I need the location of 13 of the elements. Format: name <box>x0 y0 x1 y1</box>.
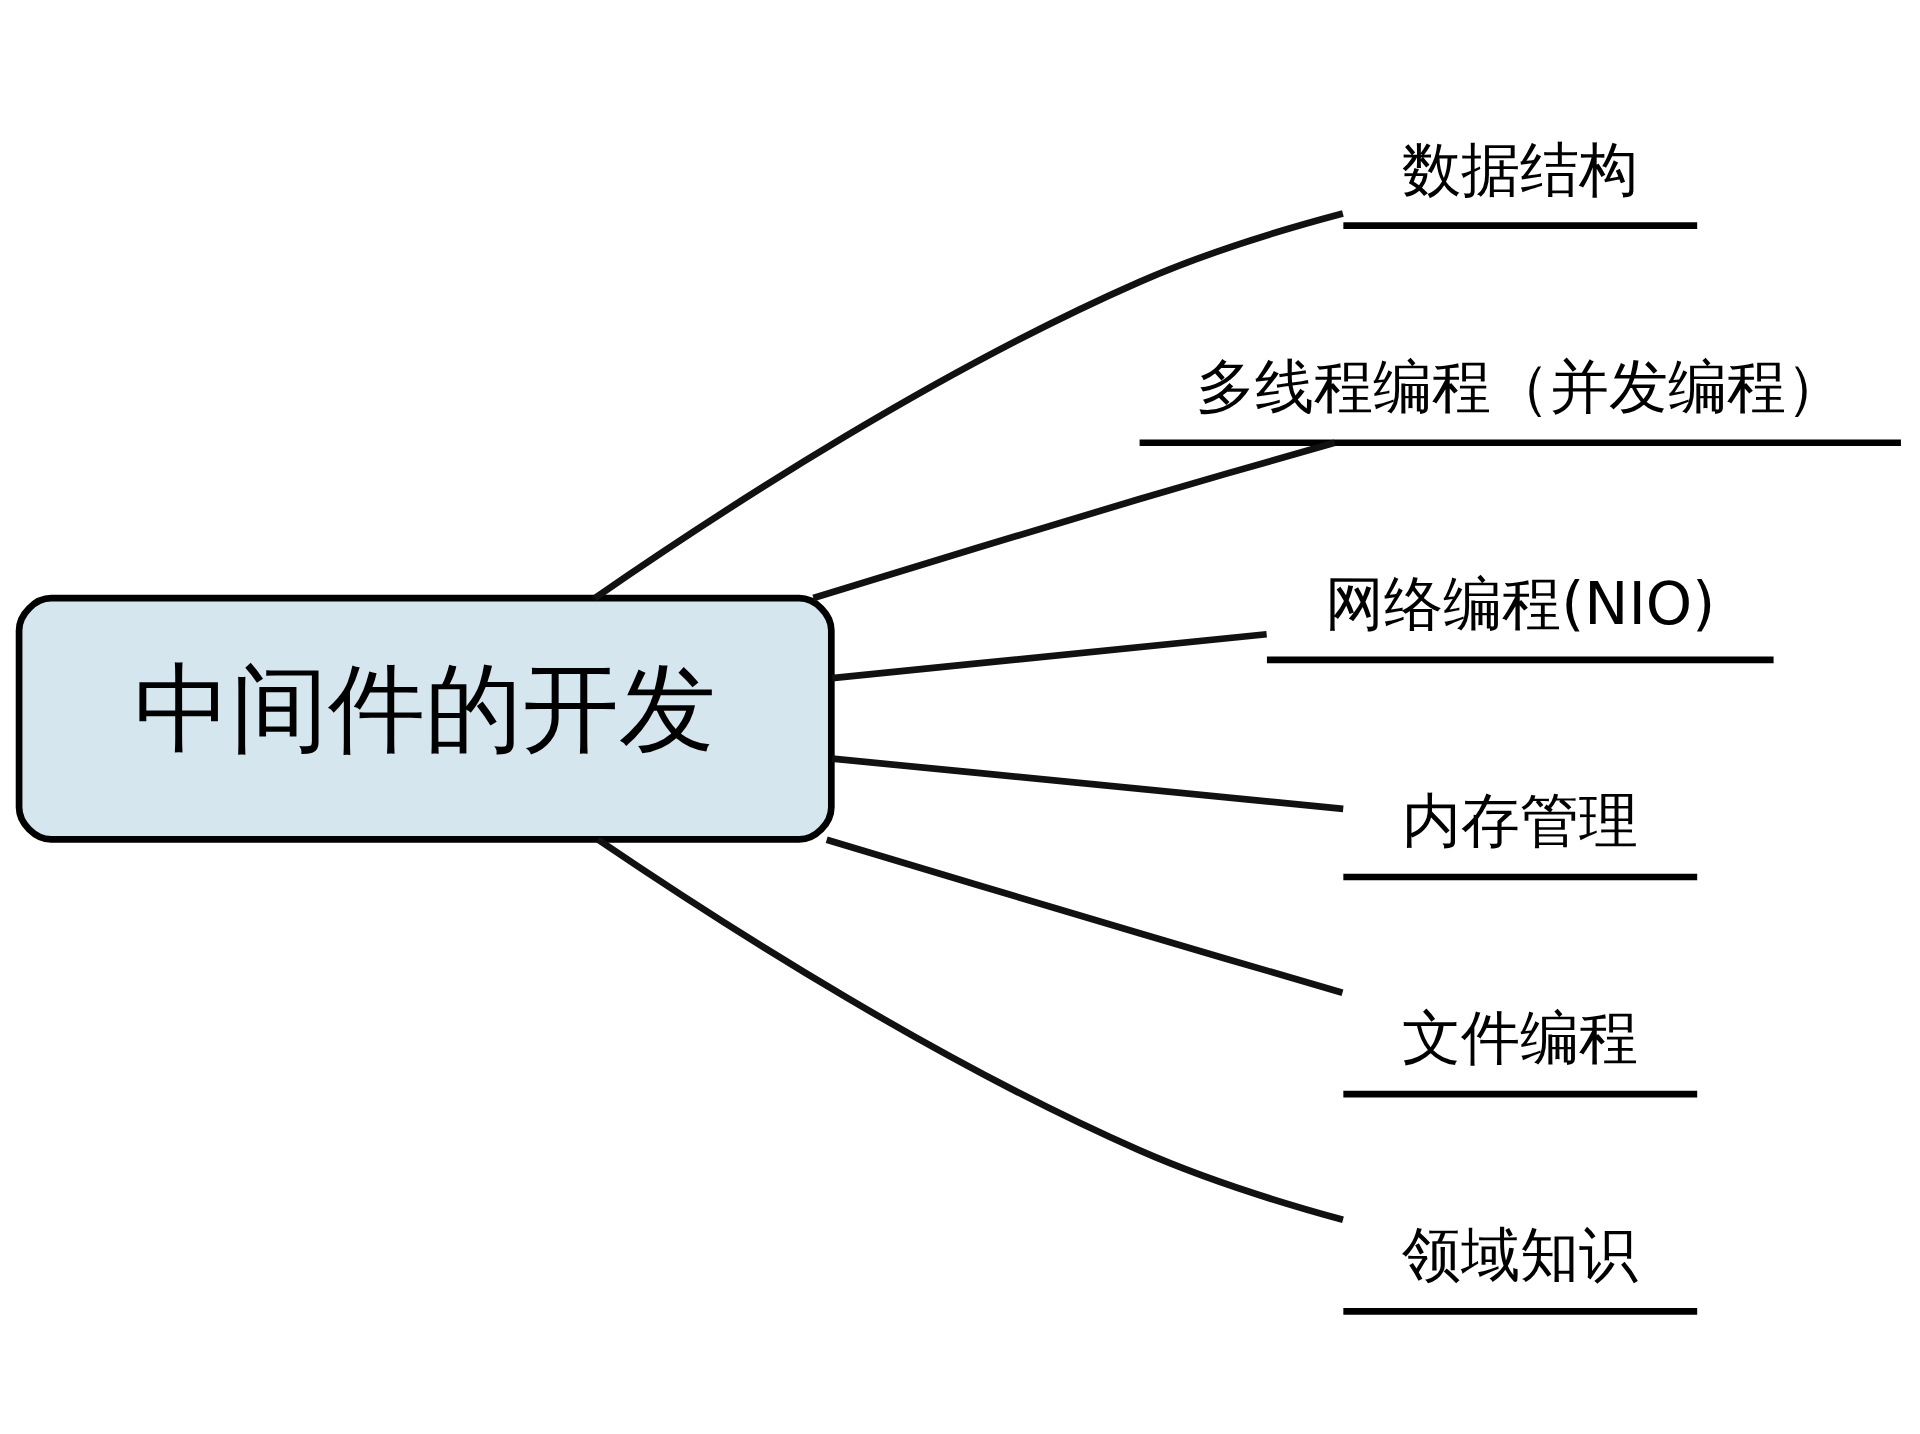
node-text: 网络编程(NIO) <box>1325 568 1716 638</box>
connector <box>831 630 1267 681</box>
node-text: 多线程编程（并发编程） <box>1195 351 1845 421</box>
connector <box>592 209 1344 601</box>
node-text: 领域知识 <box>1402 1219 1639 1289</box>
node-text: 数据结构 <box>1402 134 1639 204</box>
node-box: 中间件的开发 <box>15 594 835 843</box>
node-text: 内存管理 <box>1402 785 1639 855</box>
connector <box>831 754 1344 812</box>
connector <box>812 439 1336 601</box>
node-text: 文件编程 <box>1402 1002 1639 1072</box>
connector <box>825 836 1344 996</box>
connector <box>596 836 1344 1223</box>
